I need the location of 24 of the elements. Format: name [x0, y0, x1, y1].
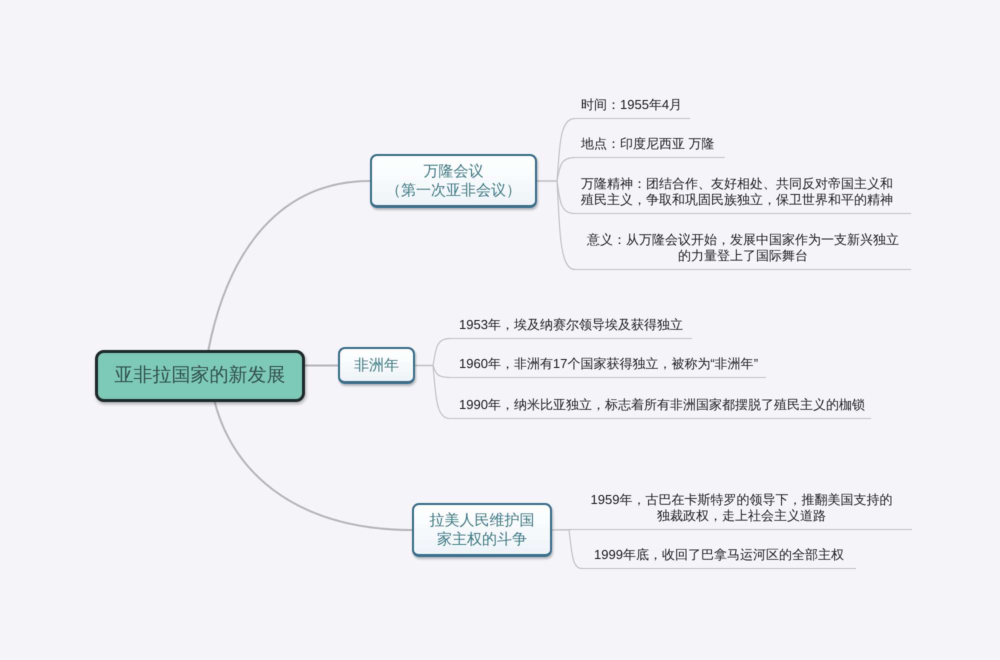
subtopic-text: 意义：从万隆会议开始，发展中国家作为一支新兴独立的力量登上了国际舞台 — [575, 232, 911, 270]
branch-line — [214, 402, 412, 531]
topic-box — [412, 503, 552, 557]
topic-text: 非洲年 — [354, 356, 399, 374]
central-topic-box — [95, 350, 305, 402]
topic-box — [338, 347, 415, 384]
subtopic-text: 1953年，埃及纳赛尔领导埃及获得独立 — [450, 317, 692, 339]
branch-line — [537, 180, 576, 270]
subtopic-text: 时间：1955年4月 — [575, 97, 690, 119]
branch-line — [207, 180, 370, 350]
subtopic-text: 地点：印度尼西亚 万隆 — [575, 136, 725, 158]
topic-text: （第一次亚非会议） — [386, 180, 521, 200]
topic-text: 拉美人民维护国家主权的斗争 — [428, 510, 536, 548]
branch-line — [552, 529, 582, 570]
subtopic-text: 万隆精神：团结合作、友好相处、共同反对帝国主义和殖民主义，争取和巩固民族独立，保卫世界和平的精神 — [575, 176, 911, 214]
subtopic-text: 1959年，古巴在卡斯特罗的领导下，推翻美国支持的独裁政权，走上社会主义道路 — [572, 492, 912, 530]
subtopic-text: 1990年，纳米比亚独立，标志着所有非洲国家都摆脱了殖民主义的枷锁 — [450, 397, 871, 419]
subtopic-text: 1999年底，收回了巴拿马运河区的全部主权 — [582, 547, 856, 569]
topic-text: 万隆会议 — [424, 162, 484, 180]
branch-line — [305, 364, 338, 366]
branch-line — [415, 364, 450, 420]
topic-box — [370, 154, 537, 208]
topic-text: 亚非拉国家的新发展 — [114, 364, 286, 388]
subtopic-text: 1960年，非洲有17个国家获得独立，被称为“非洲年” — [450, 356, 766, 378]
